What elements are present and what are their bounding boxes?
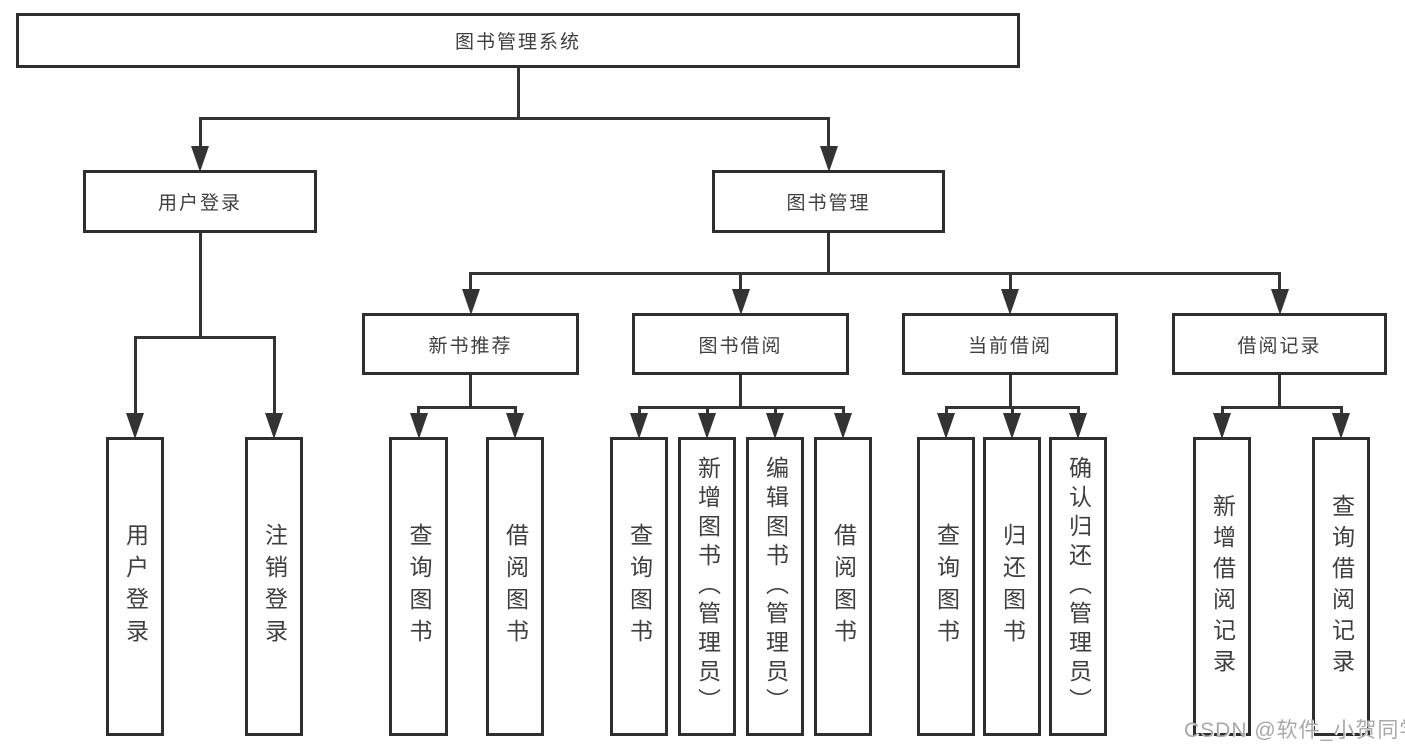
arrowhead-down-icon xyxy=(191,146,209,172)
node-leaf-query-books-recommend: 查询图书 xyxy=(389,437,448,736)
connector-line xyxy=(1220,406,1343,409)
node-label: 当前借阅 xyxy=(967,335,1052,357)
connector-line xyxy=(198,232,202,339)
node-label: 新增图书（管理员） xyxy=(694,456,721,717)
connector-line xyxy=(827,117,830,148)
arrowhead-down-icon xyxy=(409,413,428,439)
node-leaf-return-books: 归还图书 xyxy=(983,437,1041,736)
connector-line xyxy=(1339,406,1343,415)
node-label: 注销登录 xyxy=(261,522,288,651)
node-leaf-add-books-admin: 新增图书（管理员） xyxy=(678,437,736,736)
node-borrowing-records: 借阅记录 xyxy=(1172,313,1387,375)
node-user-login: 用户登录 xyxy=(83,170,317,233)
node-leaf-query-books-current: 查询图书 xyxy=(917,437,975,736)
connector-line xyxy=(469,272,472,291)
connector-line xyxy=(637,406,641,415)
connector-line xyxy=(513,406,517,415)
node-label: 图书管理 xyxy=(786,193,871,214)
arrowhead-down-icon xyxy=(1213,413,1231,439)
arrowhead-down-icon xyxy=(937,413,955,439)
arrowhead-down-icon xyxy=(1270,289,1289,315)
connector-line xyxy=(272,336,276,415)
connector-line xyxy=(1008,374,1012,409)
connector-line xyxy=(637,406,845,409)
connector-line xyxy=(1278,374,1281,409)
node-book-borrowing: 图书借阅 xyxy=(632,313,849,375)
connector-line xyxy=(841,406,845,415)
arrowhead-down-icon xyxy=(834,413,852,439)
connector-line xyxy=(1076,406,1080,415)
node-leaf-add-borrow-record: 新增借阅记录 xyxy=(1193,437,1251,736)
node-leaf-edit-books-admin: 编辑图书（管理员） xyxy=(746,437,804,736)
arrowhead-down-icon xyxy=(126,413,144,439)
node-leaf-query-borrow-record: 查询借阅记录 xyxy=(1312,437,1370,736)
node-leaf-query-books-borrowing: 查询图书 xyxy=(610,437,668,736)
connector-line xyxy=(469,374,472,409)
node-current-borrowing: 当前借阅 xyxy=(902,313,1118,375)
node-label: 用户登录 xyxy=(157,193,242,214)
connector-line xyxy=(198,117,202,148)
node-label: 图书管理系统 xyxy=(454,32,581,53)
node-label: 借阅图书 xyxy=(830,522,857,651)
node-label: 查询借阅记录 xyxy=(1328,493,1355,680)
connector-line xyxy=(198,117,830,120)
node-book-management: 图书管理 xyxy=(712,170,945,233)
arrowhead-down-icon xyxy=(1069,413,1087,439)
node-label: 用户登录 xyxy=(122,522,149,651)
connector-line xyxy=(1220,406,1224,415)
arrowhead-down-icon xyxy=(265,413,283,439)
arrowhead-down-icon xyxy=(698,413,716,439)
connector-line xyxy=(133,336,276,339)
node-label: 图书借阅 xyxy=(698,335,783,357)
node-label: 借阅图书 xyxy=(502,522,529,651)
node-leaf-borrow-books-borrowing: 借阅图书 xyxy=(814,437,872,736)
node-leaf-logout: 注销登录 xyxy=(245,437,303,736)
arrowhead-down-icon xyxy=(819,146,838,172)
node-label: 查询图书 xyxy=(933,522,960,651)
node-label: 编辑图书（管理员） xyxy=(762,456,789,717)
node-label: 新增借阅记录 xyxy=(1209,493,1236,680)
node-label: 新书推荐 xyxy=(428,335,513,357)
connector-line xyxy=(827,232,830,275)
node-label: 确认归还（管理员） xyxy=(1065,456,1092,717)
arrowhead-down-icon xyxy=(766,413,784,439)
connector-line xyxy=(417,406,420,415)
connector-line xyxy=(773,406,777,415)
node-leaf-user-login: 用户登录 xyxy=(106,437,164,736)
arrowhead-down-icon xyxy=(461,289,480,315)
node-label: 查询图书 xyxy=(406,522,432,651)
node-new-book-recommend: 新书推荐 xyxy=(362,313,579,375)
connector-line xyxy=(1010,406,1014,415)
connector-line xyxy=(739,374,742,409)
arrowhead-down-icon xyxy=(506,413,524,439)
connector-line xyxy=(133,336,137,415)
watermark: CSDN @软件_小贺同学 xyxy=(1184,719,1405,742)
connector-line xyxy=(739,272,742,291)
arrowhead-down-icon xyxy=(1332,413,1350,439)
node-label: 查询图书 xyxy=(626,522,653,651)
connector-line xyxy=(1008,272,1012,291)
connector-line xyxy=(1278,272,1281,291)
connector-line xyxy=(417,406,517,409)
connector-line xyxy=(469,272,1281,275)
node-leaf-borrow-books-recommend: 借阅图书 xyxy=(486,437,544,736)
connector-line xyxy=(705,406,709,415)
arrowhead-down-icon xyxy=(731,289,750,315)
node-label: 借阅记录 xyxy=(1237,335,1322,357)
node-leaf-confirm-return-admin: 确认归还（管理员） xyxy=(1049,437,1107,736)
node-library-system: 图书管理系统 xyxy=(16,13,1020,68)
arrowhead-down-icon xyxy=(630,413,648,439)
arrowhead-down-icon xyxy=(1003,413,1021,439)
connector-line xyxy=(516,67,520,120)
arrowhead-down-icon xyxy=(1001,289,1019,315)
connector-line xyxy=(944,406,948,415)
node-label: 归还图书 xyxy=(999,522,1026,651)
